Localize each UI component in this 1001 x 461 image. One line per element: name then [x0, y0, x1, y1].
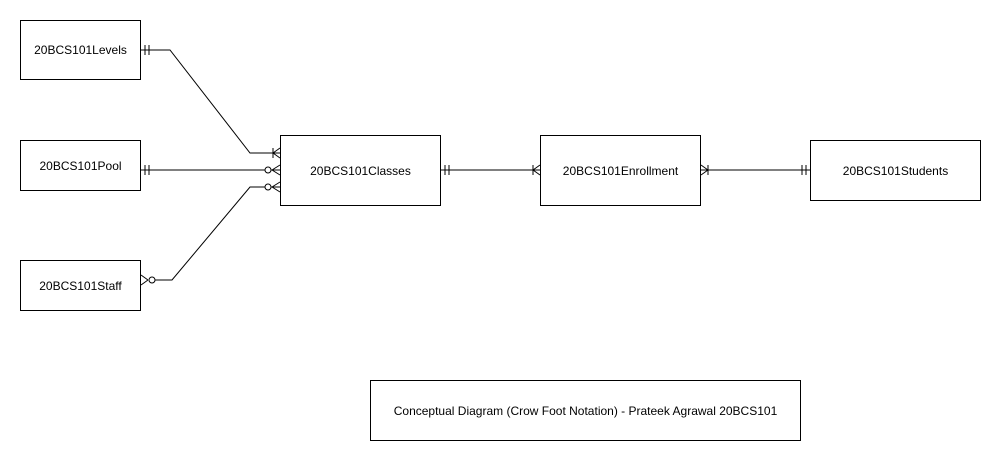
entity-students-label: 20BCS101Students	[842, 163, 949, 178]
connector-staff-classes	[155, 186, 265, 281]
diagram-caption-text: Conceptual Diagram (Crow Foot Notation) …	[393, 403, 778, 418]
entity-levels[interactable]: 20BCS101Levels	[20, 20, 141, 80]
crow-foot-mark	[271, 181, 281, 188]
crow-foot-mark	[140, 274, 149, 281]
crow-foot-mark	[700, 169, 709, 176]
entity-enrollment-label: 20BCS101Enrollment	[562, 163, 679, 178]
entity-staff-label: 20BCS101Staff	[39, 278, 122, 293]
entity-classes-label: 20BCS101Classes	[310, 163, 411, 178]
optional-circle-mark	[148, 276, 156, 284]
crow-foot-mark	[272, 147, 281, 154]
crow-foot-mark	[271, 164, 281, 171]
crow-foot-mark	[140, 279, 149, 286]
entity-enrollment[interactable]: 20BCS101Enrollment	[540, 135, 701, 206]
diagram-caption[interactable]: Conceptual Diagram (Crow Foot Notation) …	[370, 380, 801, 441]
crow-foot-mark	[532, 169, 541, 176]
crow-foot-mark	[532, 164, 541, 171]
optional-circle-mark	[264, 183, 272, 191]
connector-levels-classes	[141, 49, 280, 154]
crow-foot-mark	[271, 169, 281, 176]
entity-pool-label: 20BCS101Pool	[39, 158, 122, 173]
crow-foot-mark	[272, 152, 281, 159]
entity-pool[interactable]: 20BCS101Pool	[20, 140, 141, 191]
optional-circle-mark	[264, 166, 272, 174]
entity-students[interactable]: 20BCS101Students	[810, 140, 981, 201]
entity-classes[interactable]: 20BCS101Classes	[280, 135, 441, 206]
entity-staff[interactable]: 20BCS101Staff	[20, 260, 141, 311]
entity-levels-label: 20BCS101Levels	[34, 43, 127, 57]
crow-foot-mark	[271, 186, 281, 193]
crow-foot-mark	[700, 164, 709, 171]
